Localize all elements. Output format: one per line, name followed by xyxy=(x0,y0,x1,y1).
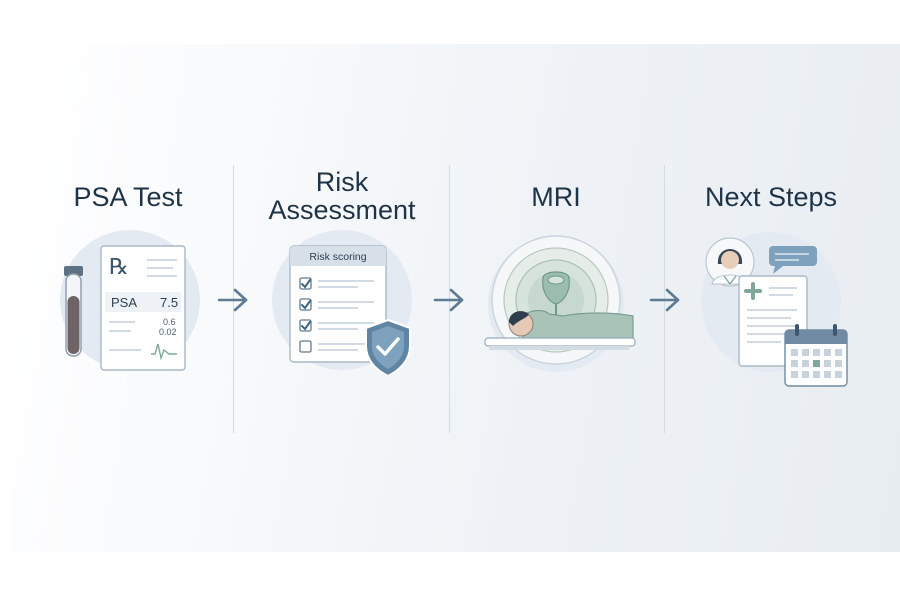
calendar-day xyxy=(813,360,820,367)
calendar-day xyxy=(802,360,809,367)
calendar-day xyxy=(791,360,798,367)
calendar-day xyxy=(835,371,842,378)
calendar-day xyxy=(791,349,798,356)
calendar-day xyxy=(824,360,831,367)
lab-report-icon: ℞ PSA 7.5 0.6 0.02 xyxy=(55,230,215,378)
checklist xyxy=(299,277,374,353)
card-header: Risk scoring xyxy=(309,251,366,263)
arrow-right-icon xyxy=(432,285,466,315)
calendar-day xyxy=(802,371,809,378)
step-title-risk-assessment: Risk Assessment xyxy=(242,168,442,224)
sub-value-2: 0.02 xyxy=(159,327,177,337)
doctor-avatar xyxy=(705,237,755,287)
risk-checklist-icon: Risk scoring xyxy=(270,230,430,378)
report-sheet: ℞ PSA 7.5 0.6 0.02 xyxy=(100,245,186,371)
step-title-line-2: Assessment xyxy=(268,195,416,225)
mri-scanner-icon xyxy=(483,232,643,382)
prostate-glyph xyxy=(542,271,570,316)
psa-label: PSA xyxy=(111,295,137,310)
calendar-day xyxy=(824,371,831,378)
sub-value-1: 0.6 xyxy=(163,317,176,327)
psa-value: 7.5 xyxy=(160,295,178,310)
step-title-psa-test: PSA Test xyxy=(73,182,183,212)
rx-symbol: ℞ xyxy=(109,254,129,279)
calendar-day xyxy=(824,349,831,356)
checkbox-icon xyxy=(299,340,312,353)
step-title-line-1: Risk xyxy=(315,167,369,197)
calendar-day xyxy=(813,371,820,378)
calendar-grid xyxy=(791,349,842,378)
step-title-next-steps: Next Steps xyxy=(704,182,838,212)
test-tube-icon xyxy=(64,266,83,357)
calendar-day xyxy=(813,349,820,356)
calendar-day xyxy=(802,349,809,356)
speech-bubble-icon xyxy=(769,246,817,274)
doctor-plan-calendar-icon xyxy=(697,232,857,392)
arrow-right-icon xyxy=(216,285,250,315)
checkmark-icon xyxy=(301,279,311,289)
calendar-day xyxy=(835,349,842,356)
checkmark-icon xyxy=(301,300,311,310)
step-title-mri: MRI xyxy=(531,182,581,212)
calendar-day xyxy=(835,360,842,367)
calendar-day xyxy=(791,371,798,378)
patient-figure xyxy=(508,309,634,339)
arrow-right-icon xyxy=(648,285,682,315)
mri-table xyxy=(484,337,636,350)
checkmark-icon xyxy=(301,321,311,331)
risk-scoring-card: Risk scoring xyxy=(289,245,387,363)
calendar-icon xyxy=(784,324,848,387)
shield-check-icon xyxy=(365,318,411,378)
